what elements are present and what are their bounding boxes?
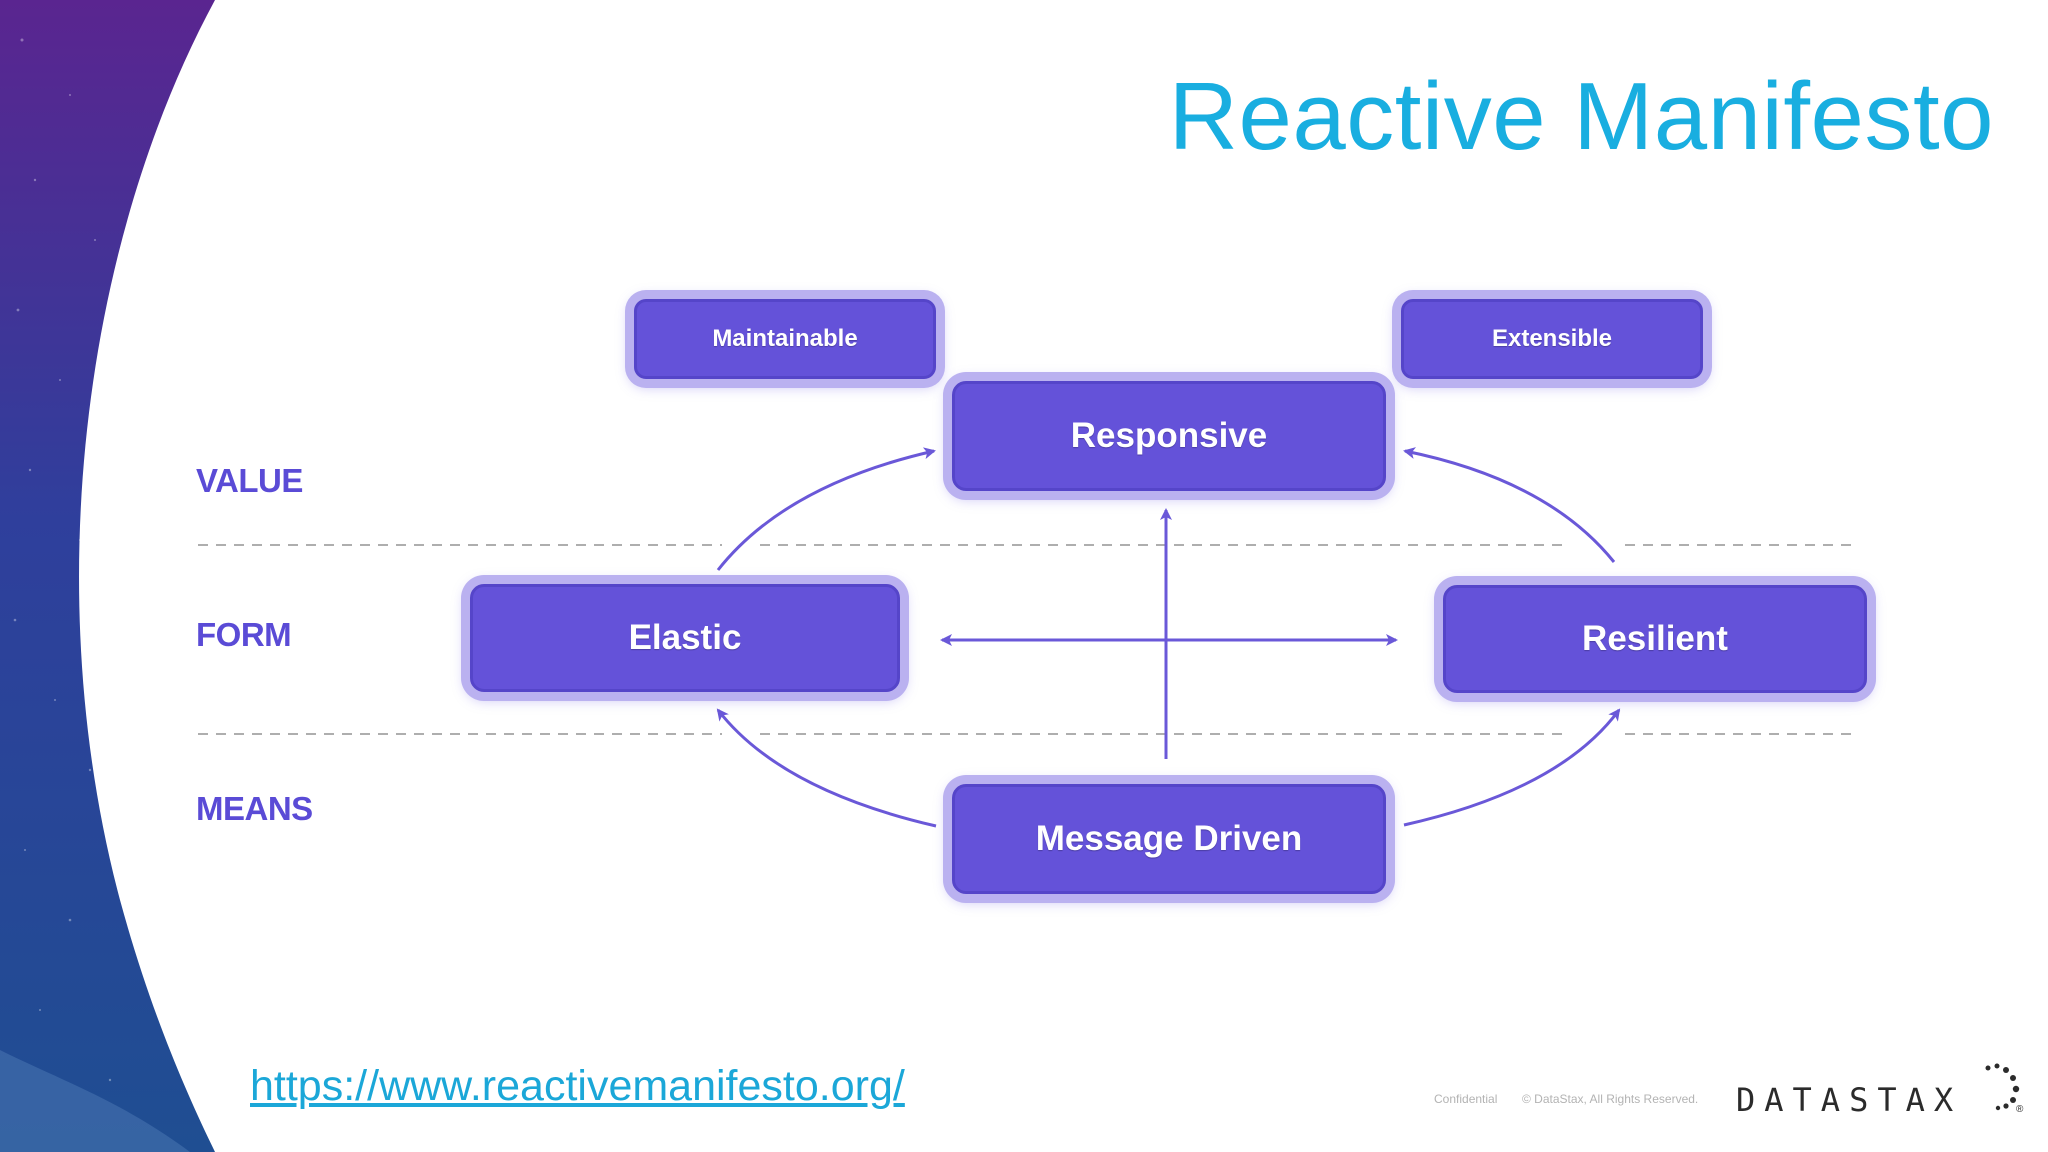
datastax-dots-icon: ® (1985, 1063, 2024, 1114)
level-label-value: VALUE (196, 462, 303, 499)
arrow-message-to-resilient (1403, 708, 1621, 827)
arrow-resilient-to-responsive (1403, 447, 1616, 563)
level-label-form: FORM (196, 616, 292, 653)
footer-copyright: © DataStax, All Rights Reserved. (1522, 1092, 1699, 1106)
level-label-means: MEANS (196, 790, 313, 827)
band-haze (0, 1050, 190, 1152)
footer-confidential: Confidential (1434, 1092, 1498, 1106)
registered-mark: ® (2016, 1104, 2024, 1114)
page-title: Reactive Manifesto (1168, 63, 1994, 170)
box-maintainable: Maintainable (634, 299, 936, 379)
arrow-elastic-to-responsive (716, 447, 936, 571)
box-responsive: Responsive (952, 381, 1386, 491)
datastax-logo-text: DATASTAX (1736, 1081, 1963, 1119)
box-elastic: Elastic (470, 584, 900, 692)
box-message-driven: Message Driven (952, 784, 1386, 894)
box-resilient: Resilient (1443, 585, 1867, 693)
arrow-message-to-elastic (716, 708, 937, 828)
box-extensible: Extensible (1401, 299, 1703, 379)
manifesto-link[interactable]: https://www.reactivemanifesto.org/ (250, 1062, 905, 1110)
connectors (716, 447, 1621, 828)
left-gradient-band (0, 0, 215, 1152)
band-stars (13, 38, 112, 1082)
